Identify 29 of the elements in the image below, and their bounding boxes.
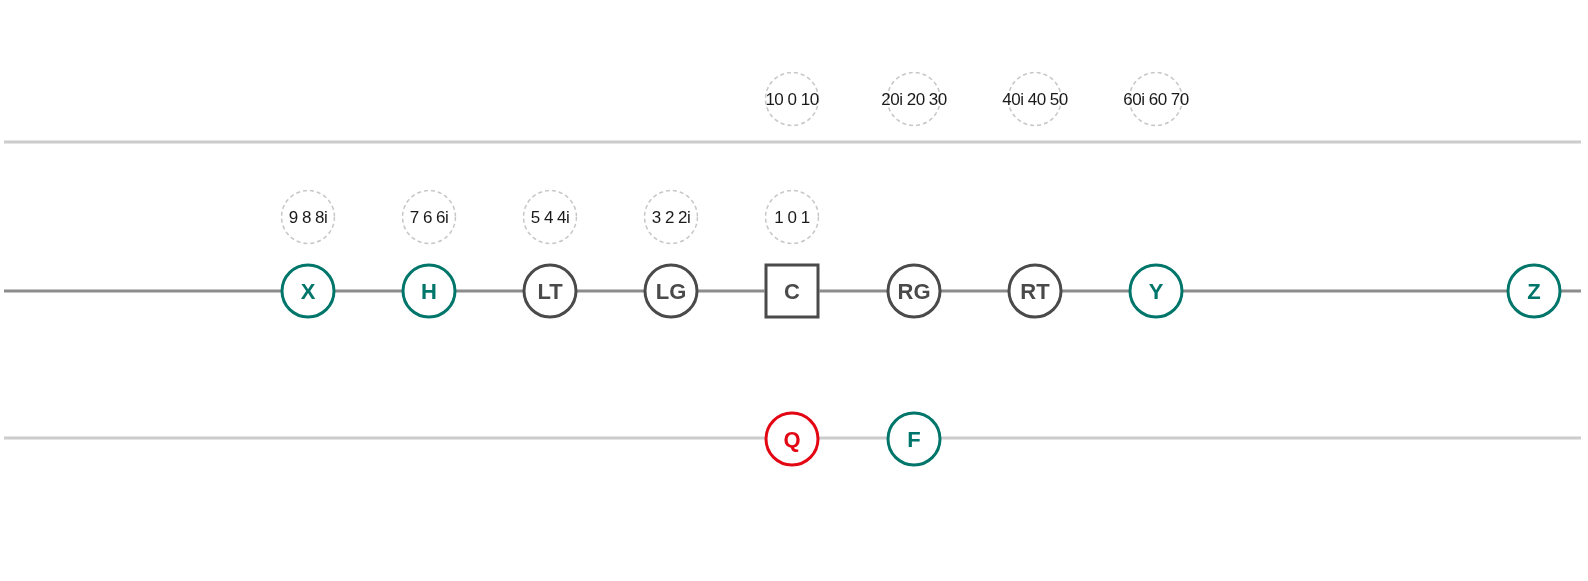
player-circle: RG <box>886 263 942 319</box>
player-circle: F <box>886 411 942 467</box>
player-circle: Z <box>1506 263 1562 319</box>
technique-numbers: 5 4 4i <box>530 207 570 227</box>
technique-marker <box>280 189 336 245</box>
player-circle: H <box>401 263 457 319</box>
player-circle: RT <box>1007 263 1063 319</box>
player-circle: Y <box>1128 263 1184 319</box>
technique-numbers: 3 2 2i <box>651 207 691 227</box>
technique-marker <box>522 189 578 245</box>
technique-marker <box>1123 71 1189 127</box>
center-square: C <box>764 263 820 319</box>
technique-numbers: 1 0 1 <box>774 207 810 227</box>
technique-numbers: 7 6 6i <box>409 207 449 227</box>
player-circle: X <box>280 263 336 319</box>
player-circle: Q <box>764 411 820 467</box>
player-circle: LG <box>643 263 699 319</box>
technique-marker <box>881 71 947 127</box>
player-circle: LT <box>522 263 578 319</box>
technique-numbers: 9 8 8i <box>288 207 328 227</box>
technique-marker <box>643 189 699 245</box>
technique-numbers: 10 0 10 <box>765 89 819 109</box>
technique-marker <box>401 189 457 245</box>
technique-numbers: 40i 40 50 <box>1002 89 1068 109</box>
technique-numbers: 60i 60 70 <box>1123 89 1189 109</box>
technique-numbers: 20i 20 30 <box>881 89 947 109</box>
technique-marker <box>1002 71 1068 127</box>
technique-marker <box>764 71 820 127</box>
technique-marker <box>764 189 820 245</box>
